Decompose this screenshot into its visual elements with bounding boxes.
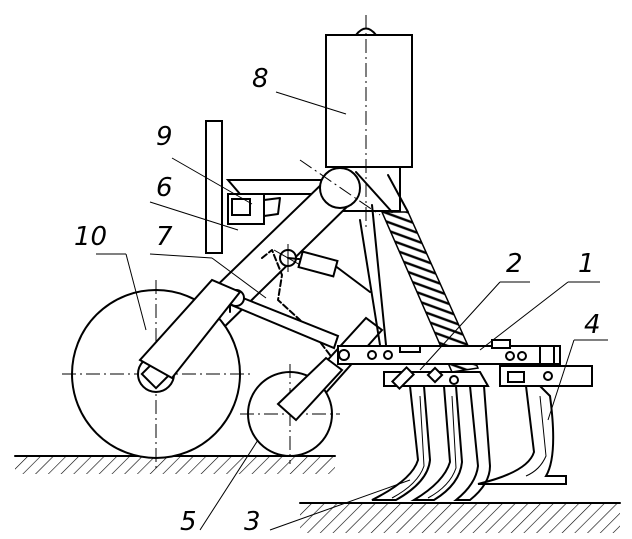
drive-chain [261, 244, 371, 356]
coulters [371, 385, 492, 501]
support-plate [205, 120, 223, 254]
tine-bar [383, 365, 490, 391]
seed-hopper [325, 15, 413, 230]
leader-lines [96, 91, 608, 531]
label-10: 10 [74, 222, 107, 252]
label-6: 6 [156, 173, 173, 203]
label-2: 2 [506, 249, 523, 279]
ground-right [299, 502, 621, 533]
label-8: 8 [252, 64, 269, 94]
upper-frame [225, 179, 337, 225]
label-1: 1 [578, 249, 595, 279]
tool-beam [337, 339, 561, 365]
label-4: 4 [584, 310, 601, 340]
adjusting-rod [222, 289, 340, 350]
label-7: 7 [156, 222, 173, 252]
label-9: 9 [156, 122, 173, 152]
ground-left [14, 455, 336, 474]
label-3: 3 [244, 507, 261, 537]
press-wheel [240, 356, 344, 464]
drive-wheel [62, 278, 250, 468]
rear-tine [477, 365, 593, 485]
label-5: 5 [180, 507, 197, 537]
